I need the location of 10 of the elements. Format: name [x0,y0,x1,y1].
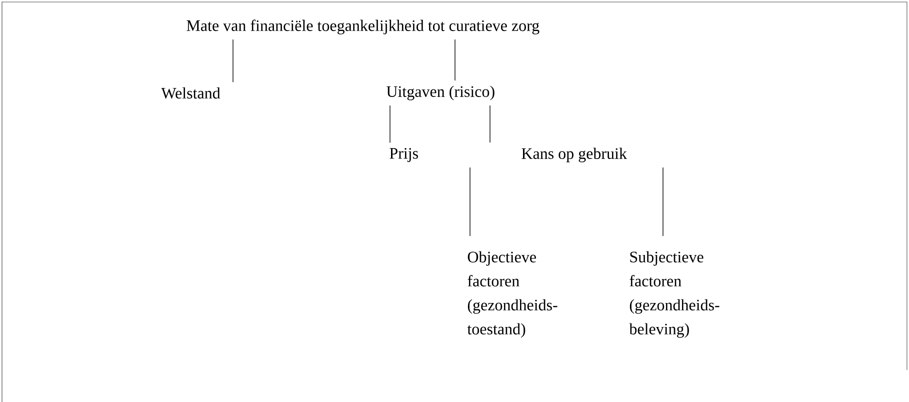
node-label: Mate van financiële toegankelijkheid tot curatieve zorg [186,20,540,34]
connector-line [454,39,456,81]
node-label: Prijs [390,148,418,162]
node-label: Kans op gebruik [522,148,627,162]
connector-line [662,167,664,236]
connector-line [232,39,234,82]
node-label: Uitgaven (risico) [386,86,494,100]
node-label: Welstand [161,87,220,99]
node-label: Subjectieve factoren (gezondheids- beleving) [629,251,720,338]
node-label: Objectieve factoren (gezondheids- toestand) [467,251,558,338]
